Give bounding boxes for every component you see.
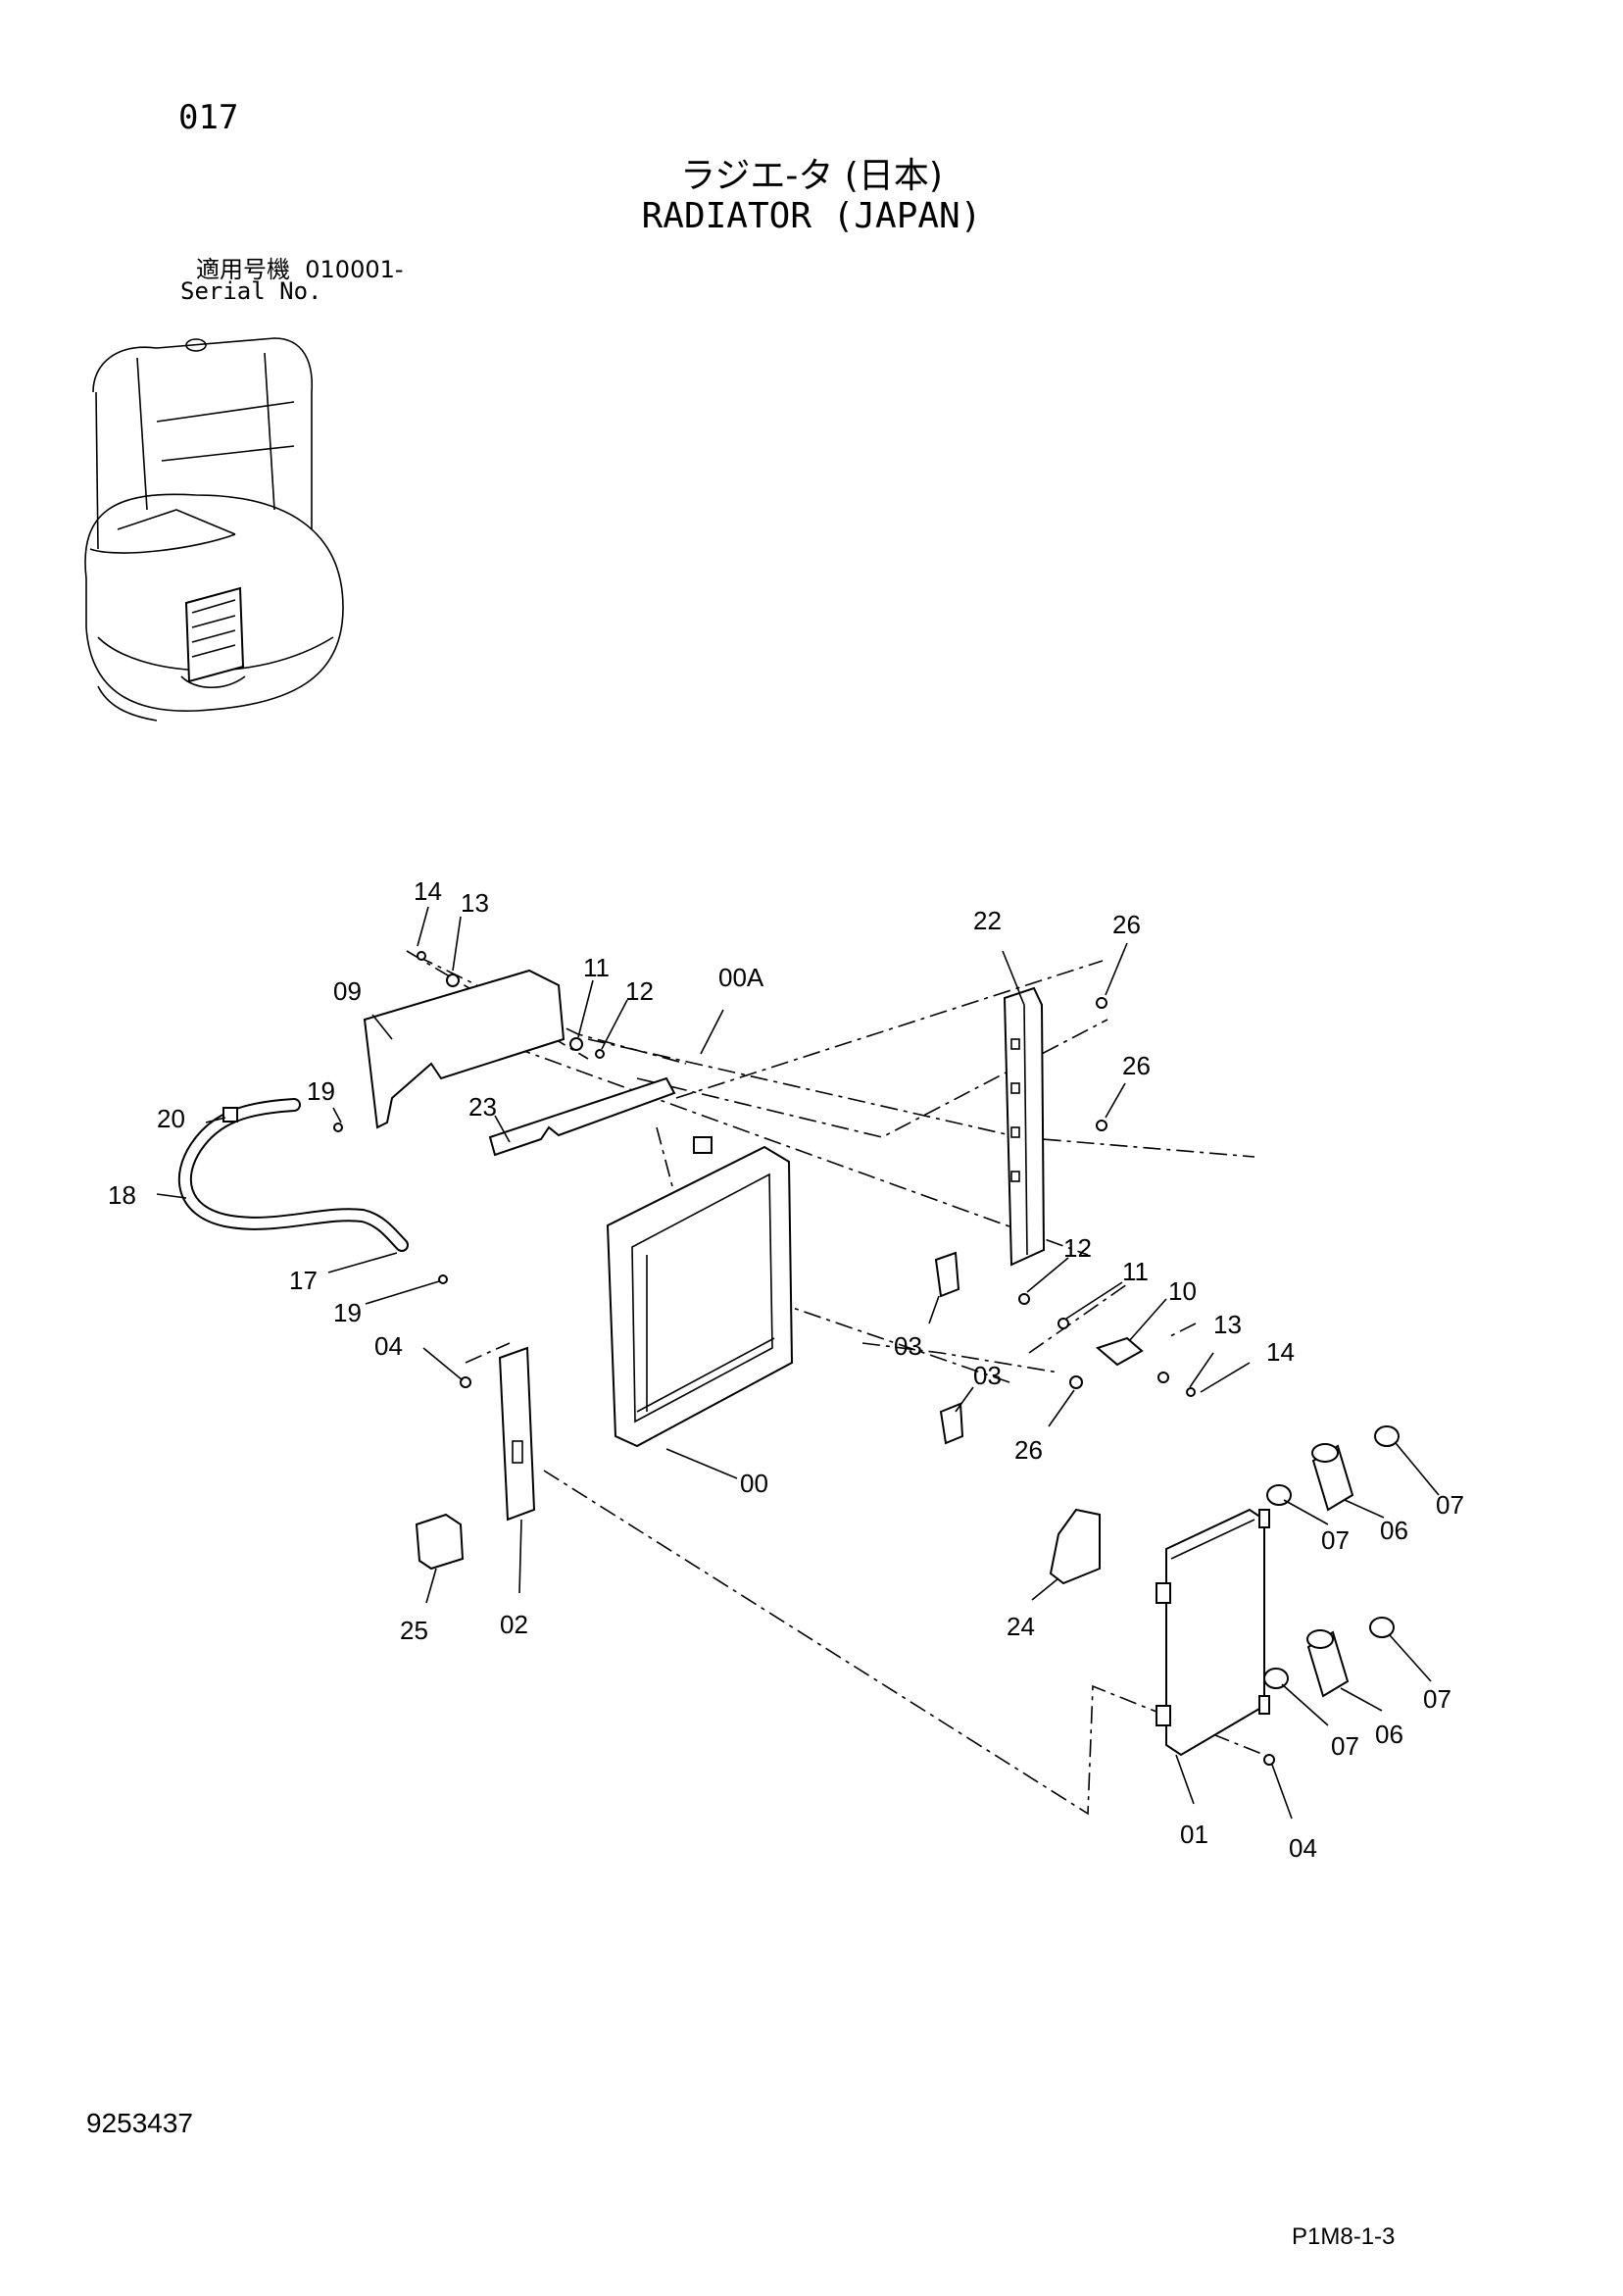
callout-00: 00: [740, 1469, 768, 1498]
callout-06: 06: [1380, 1516, 1408, 1545]
callout-12: 12: [625, 976, 654, 1006]
callout-06: 06: [1375, 1720, 1403, 1749]
part-00-radiator: [606, 1136, 794, 1448]
serial-label-japanese: 適用号機 010001-: [196, 250, 404, 284]
callout-03: 03: [894, 1331, 922, 1361]
machine-location-thumbnail: [84, 337, 344, 722]
part-09-cover-plate: [363, 969, 566, 1129]
title-japanese: ラジエ-タ (日本): [680, 156, 943, 196]
callout-10: 10: [1168, 1276, 1197, 1306]
part-10-bracket: [1096, 1336, 1144, 1367]
callout-23: 23: [468, 1092, 497, 1122]
callout-03: 03: [973, 1361, 1002, 1390]
callout-14: 14: [1266, 1337, 1295, 1367]
callout-14: 14: [414, 876, 442, 906]
callout-07: 07: [1436, 1490, 1464, 1520]
callout-25: 25: [400, 1616, 428, 1645]
drawing-number: 9253437: [86, 2108, 194, 2138]
serial-label-jp-text: 適用号機: [196, 256, 290, 283]
callout-19: 19: [333, 1298, 362, 1327]
callout-01: 01: [1180, 1820, 1208, 1849]
page-reference: P1M8-1-3: [1292, 2223, 1396, 2250]
callout-26: 26: [1112, 910, 1141, 939]
part-22-side-bracket: [1003, 986, 1046, 1267]
callout-19: 19: [307, 1076, 335, 1106]
part-03-bracket-lower: [939, 1402, 964, 1445]
callout-00A: 00A: [718, 963, 764, 992]
callout-09: 09: [333, 976, 362, 1006]
part-18-hose: [177, 1098, 409, 1252]
part-07-clamp-4: [1263, 1668, 1289, 1689]
hardware-fasteners: [333, 951, 1275, 1766]
callout-11: 11: [1122, 1257, 1149, 1286]
serial-value: 010001-: [305, 256, 404, 283]
callout-13: 13: [1213, 1310, 1242, 1339]
callout-26: 26: [1014, 1435, 1043, 1465]
callout-04: 04: [1289, 1833, 1317, 1863]
serial-label-english: Serial No.: [180, 277, 322, 305]
callout-labels: 14 13 09 11 12 00A 22 26 26 19 23 20 18 …: [108, 876, 1464, 1863]
callout-17: 17: [289, 1266, 318, 1295]
callout-leader-lines: [156, 906, 1440, 1820]
assembly-center-lines: [406, 950, 1265, 1816]
page-number: 017: [178, 98, 239, 137]
part-23-bar: [488, 1076, 676, 1157]
callout-18: 18: [108, 1180, 136, 1210]
callout-07: 07: [1331, 1731, 1359, 1761]
title-english: RADIATOR (JAPAN): [641, 196, 982, 236]
part-06-hose-upper: [1311, 1443, 1354, 1512]
callout-24: 24: [1007, 1612, 1035, 1641]
part-01-oil-cooler: [1156, 1508, 1270, 1757]
part-07-clamp-3: [1369, 1617, 1395, 1638]
callout-07: 07: [1423, 1684, 1451, 1714]
callout-26: 26: [1122, 1051, 1151, 1080]
callout-12: 12: [1063, 1233, 1092, 1263]
callout-07: 07: [1321, 1525, 1350, 1555]
callout-20: 20: [157, 1104, 185, 1133]
callout-13: 13: [461, 888, 489, 918]
part-07-clamp-1: [1374, 1425, 1400, 1447]
callout-04: 04: [374, 1331, 403, 1361]
part-25-block: [415, 1513, 465, 1571]
part-06-hose-lower: [1306, 1629, 1350, 1698]
callout-02: 02: [500, 1610, 528, 1639]
part-02-panel: [498, 1346, 536, 1522]
callout-11: 11: [583, 953, 610, 982]
part-03-bracket-upper: [934, 1251, 960, 1298]
part-24-block: [1049, 1508, 1101, 1585]
callout-22: 22: [973, 906, 1002, 935]
